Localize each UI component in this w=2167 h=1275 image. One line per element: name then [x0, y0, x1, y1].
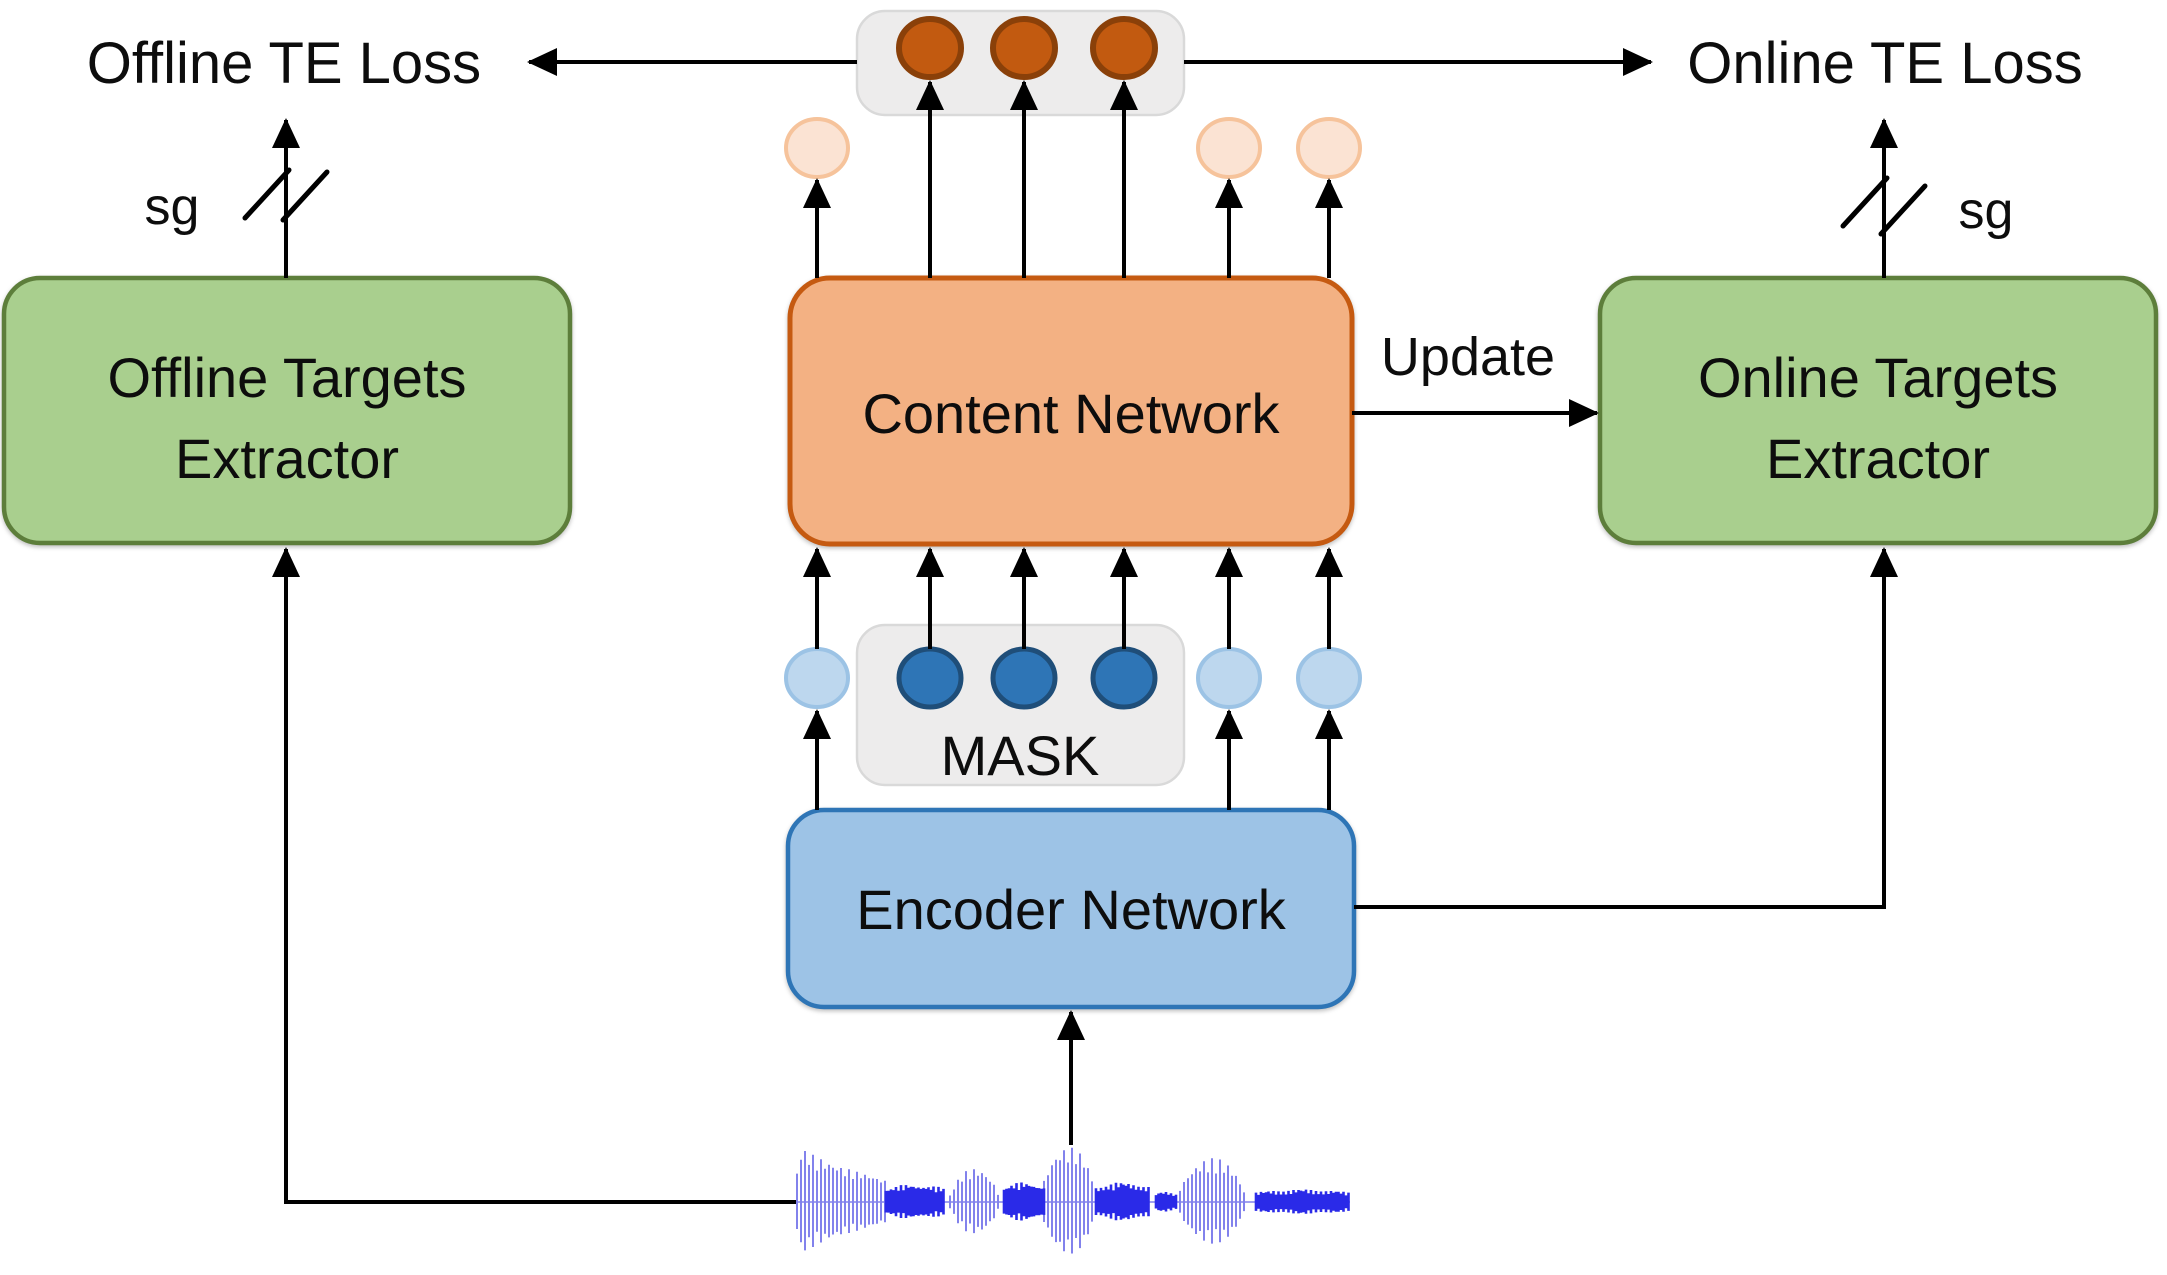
stop-gradient-slashes-left: [242, 167, 330, 223]
audio-waveform: [796, 1147, 1350, 1254]
online-targets-extractor-box: [1597, 275, 2159, 546]
column-arrows: [803, 80, 1343, 810]
offline-targets-extractor-box: [1, 275, 573, 546]
token-circles: [784, 16, 1362, 710]
offline-extractor-label-line2: Extractor: [175, 427, 399, 490]
target-token-masked: [1090, 16, 1158, 80]
encoder-token-unmasked: [1196, 647, 1262, 709]
encoder-network-label: Encoder Network: [856, 878, 1287, 941]
encoder-token-unmasked: [784, 647, 850, 709]
online-extractor-label-line1: Online Targets: [1698, 346, 2058, 409]
target-token-unmasked: [784, 117, 850, 179]
mask-label: MASK: [941, 724, 1100, 787]
arrow-encoder-to-online-extractor: [1354, 547, 1898, 909]
target-token-masked: [896, 16, 964, 80]
update-label: Update: [1381, 327, 1555, 387]
offline-extractor-label-line1: Offline Targets: [107, 346, 466, 409]
sg-label-right: sg: [1959, 182, 2014, 240]
encoder-token-masked: [1090, 646, 1158, 710]
waveform-dense-strokes: [884, 1182, 1350, 1221]
online-te-loss-label: Online TE Loss: [1687, 31, 2082, 96]
content-network-label: Content Network: [862, 382, 1280, 445]
arrow-audio-to-offline-extractor: [272, 547, 797, 1204]
waveform-voiced-strokes: [796, 1147, 1245, 1254]
target-token-unmasked: [1296, 117, 1362, 179]
encoder-token-masked: [896, 646, 964, 710]
target-token-masked: [990, 16, 1058, 80]
online-extractor-label-line2: Extractor: [1766, 427, 1990, 490]
stop-gradient-slashes-right: [1840, 175, 1928, 237]
sg-label-left: sg: [145, 178, 200, 236]
encoder-token-masked: [990, 646, 1058, 710]
offline-te-loss-label: Offline TE Loss: [87, 31, 481, 96]
encoder-token-unmasked: [1296, 647, 1362, 709]
target-token-unmasked: [1196, 117, 1262, 179]
